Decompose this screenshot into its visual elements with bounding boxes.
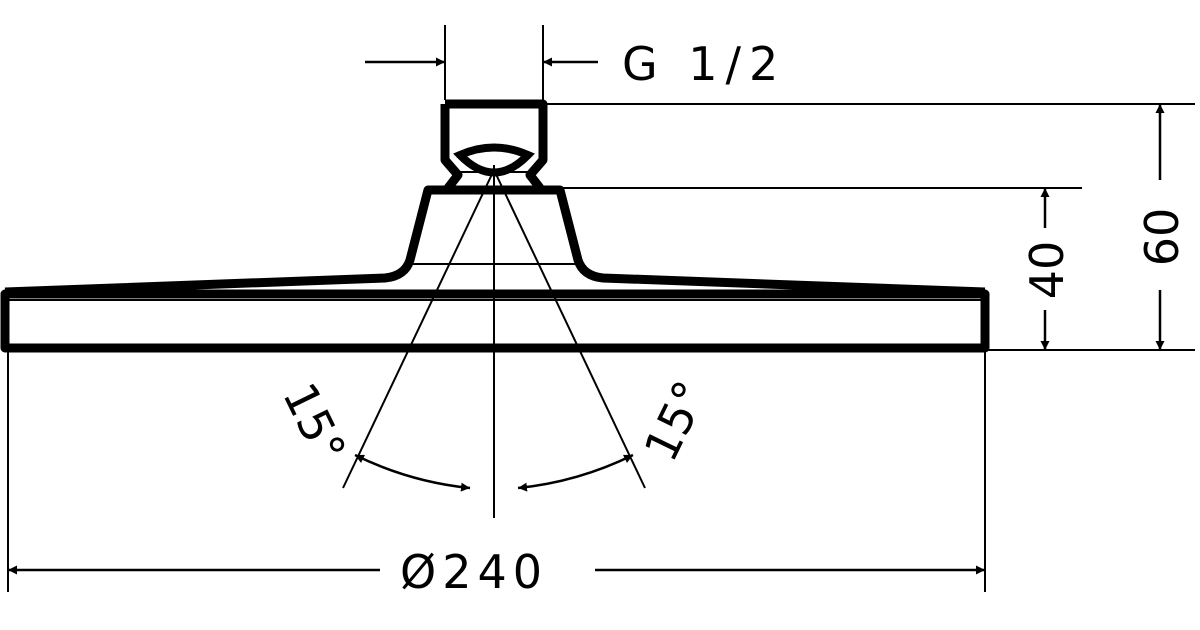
diameter-label: Ø240 [400, 545, 548, 599]
angle-arc-left [354, 453, 471, 492]
angle-right-label: 15° [633, 373, 717, 470]
shower-plate [0, 289, 990, 353]
connector-dome [453, 143, 535, 177]
angle-left-label: 15° [272, 375, 356, 472]
height-total-label: 60 [1135, 208, 1189, 267]
thread-label: G 1/2 [622, 37, 786, 91]
height-body-label: 40 [1020, 241, 1074, 300]
angle-arc-right [517, 453, 634, 492]
connector-nut [440, 99, 548, 191]
